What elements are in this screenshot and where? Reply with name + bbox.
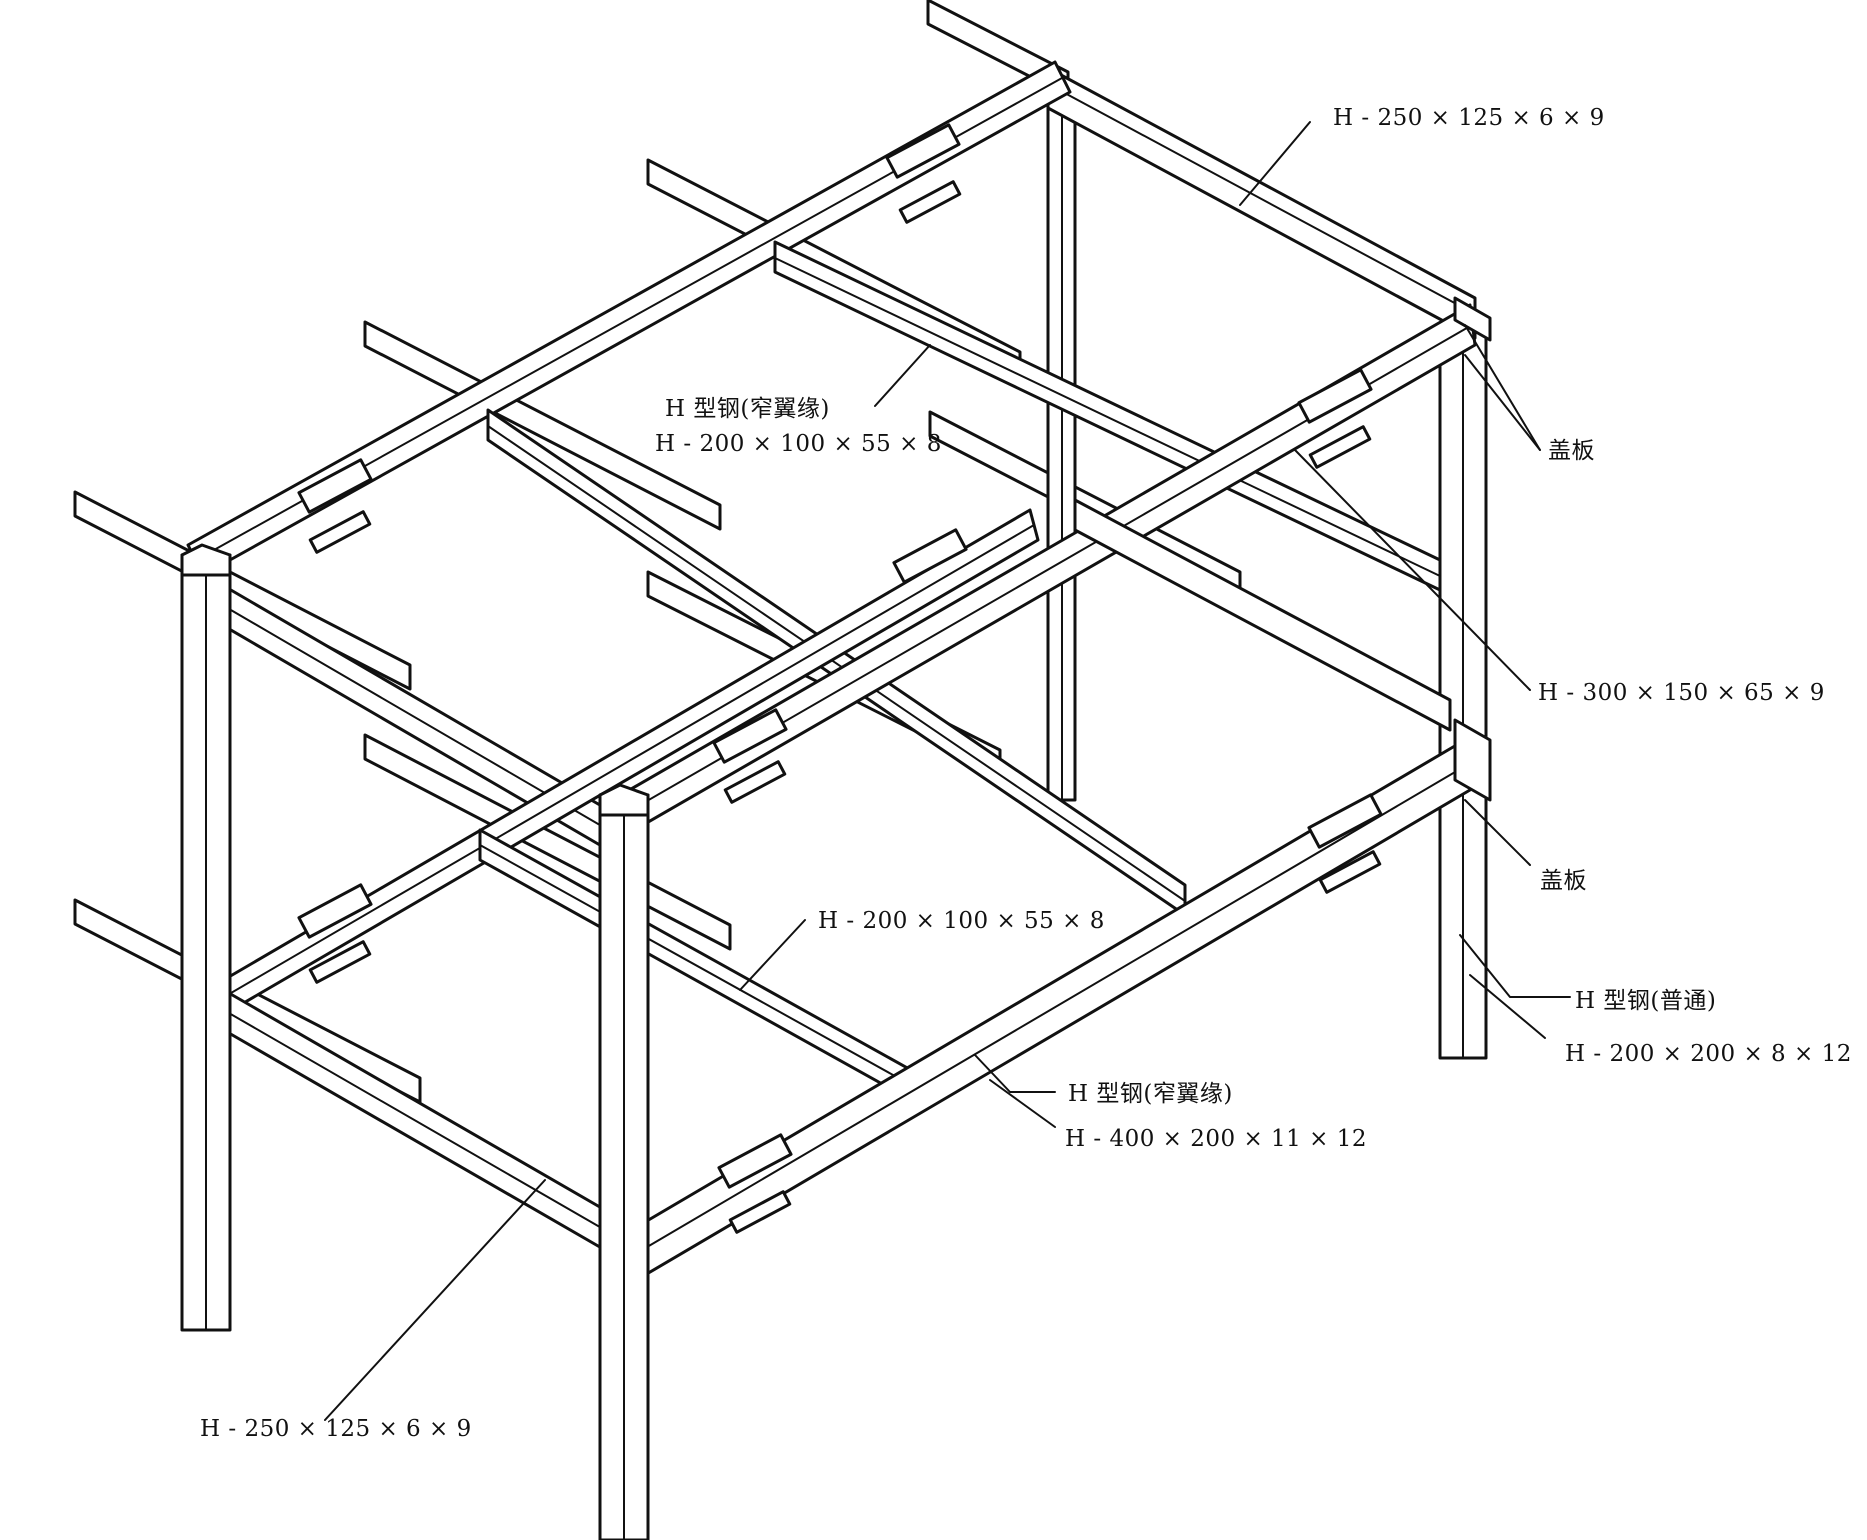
leader-bottom-beam — [324, 1179, 546, 1421]
label-bottom-beam: H - 250 × 125 × 6 × 9 — [200, 1416, 472, 1442]
label-ordinary-title: H 型钢(普通) — [1575, 988, 1717, 1014]
column-cap — [180, 543, 232, 577]
splice-plate — [885, 123, 961, 179]
front-columns — [180, 543, 650, 1540]
leader-cover-plate-upper — [1464, 354, 1541, 451]
lower-frame — [213, 498, 1472, 1277]
label-secondary-beam-lower: H - 200 × 100 × 55 × 8 — [818, 908, 1105, 934]
back-columns — [1046, 94, 1488, 1060]
leader-ordinary-2 — [1469, 974, 1546, 1039]
splice-plate — [1308, 425, 1372, 469]
leader-secondary-lower — [739, 919, 806, 991]
column-cap — [598, 783, 650, 817]
leader-narrow-flange-upper — [874, 344, 931, 407]
splice-plate — [297, 458, 373, 514]
splice-plate — [308, 510, 372, 554]
connection-plates — [297, 123, 1492, 1234]
leader-ordinary — [1459, 934, 1571, 998]
splice-plate — [297, 883, 373, 939]
joist-upper-3 — [73, 490, 412, 691]
label-top-beam: H - 250 × 125 × 6 × 9 — [1333, 105, 1605, 131]
splice-plate — [898, 180, 962, 224]
leader-top-beam — [1239, 121, 1311, 206]
cover-plate — [1453, 296, 1492, 342]
upper-joists — [73, 0, 1070, 691]
splice-plate — [892, 528, 968, 584]
splice-plate — [728, 1190, 792, 1234]
splice-plate — [1307, 793, 1383, 849]
label-main-girder-upper: H - 300 × 150 × 65 × 9 — [1538, 680, 1825, 706]
cover-plate — [1453, 718, 1492, 802]
label-narrow-flange-title-lower: H 型钢(窄翼缘) — [1068, 1081, 1233, 1107]
label-cover-plate-lower: 盖板 — [1540, 868, 1587, 894]
splice-plate — [1318, 850, 1382, 894]
splice-plate — [723, 760, 787, 804]
label-narrow-flange-spec-lower: H - 400 × 200 × 11 × 12 — [1065, 1126, 1367, 1152]
splice-plate — [1297, 368, 1373, 424]
label-narrow-flange-spec-upper: H - 200 × 100 × 55 × 8 — [655, 431, 942, 457]
leader-main-girder-upper — [1294, 449, 1531, 691]
label-cover-plate-upper: 盖板 — [1548, 438, 1595, 464]
splice-plate — [308, 940, 372, 984]
beam-lower-back-right — [1073, 498, 1452, 732]
label-narrow-flange-title-upper: H 型钢(窄翼缘) — [665, 396, 830, 422]
joist-upper-2 — [363, 320, 722, 531]
leader-narrow-flange-lower-2 — [989, 1079, 1056, 1128]
upper-frame — [186, 60, 1477, 917]
leader-lines — [324, 121, 1571, 1421]
label-ordinary-spec: H - 200 × 200 × 8 × 12 — [1565, 1041, 1852, 1067]
leader-cover-plate-lower — [1464, 799, 1531, 866]
splice-plate — [717, 1133, 793, 1189]
splice-plate — [712, 708, 788, 764]
leader-narrow-flange-lower — [974, 1054, 1056, 1093]
leader-cover-plate-upper-2 — [1464, 324, 1541, 451]
